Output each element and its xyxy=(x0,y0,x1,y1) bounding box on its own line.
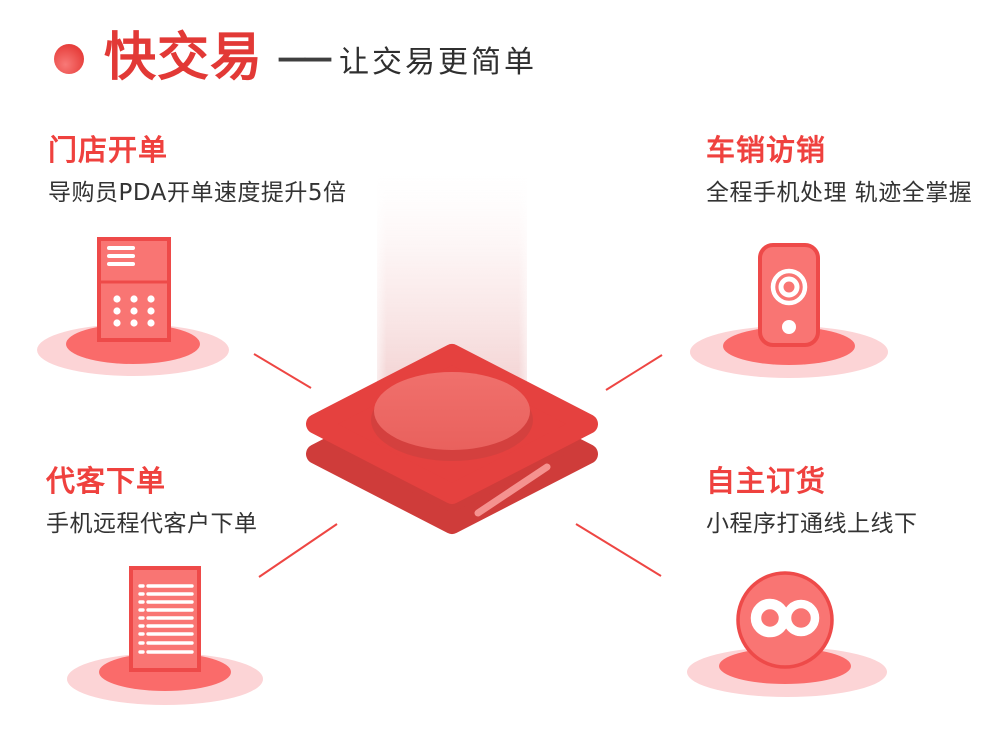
feature-title: 车销访销 xyxy=(706,133,827,167)
pda-icon xyxy=(37,237,229,376)
page-title: 快交易 xyxy=(104,28,264,88)
red-button-top xyxy=(374,372,530,450)
connector-line-bottom-right xyxy=(575,523,662,577)
feature-desc: 全程手机处理 轨迹全掌握 xyxy=(706,180,973,207)
infinity-icon xyxy=(687,571,887,697)
platform-3d xyxy=(306,344,598,534)
feature-desc: 手机远程代客户下单 xyxy=(46,511,258,538)
feature-van-sales: 车销访销 全程手机处理 轨迹全掌握 xyxy=(706,133,973,209)
connector-line-top-right xyxy=(605,354,663,391)
target-ring-outer xyxy=(770,268,808,306)
feature-store-billing: 门店开单 导购员PDA开单速度提升5倍 xyxy=(48,133,347,209)
phone-track-icon xyxy=(690,243,888,378)
feature-title: 代客下单 xyxy=(46,464,167,498)
feature-desc: 小程序打通线上线下 xyxy=(706,511,918,538)
feature-proxy-order: 代客下单 手机远程代客户下单 xyxy=(46,464,258,540)
edge-highlight xyxy=(474,463,551,517)
title-dash: —— xyxy=(277,41,333,77)
document-text-lines xyxy=(138,584,194,654)
pda-keypad-dots xyxy=(113,295,155,327)
target-ring-inner xyxy=(778,276,800,298)
infinity-glyph xyxy=(750,598,820,638)
feature-desc: 导购员PDA开单速度提升5倍 xyxy=(48,180,347,207)
feature-self-order: 自主订货 小程序打通线上线下 xyxy=(706,464,918,540)
page-header: 快交易 —— 让交易更简单 xyxy=(54,28,538,88)
connector-line-top-left xyxy=(253,353,312,389)
feature-title: 自主订货 xyxy=(706,464,827,498)
order-list-icon xyxy=(67,566,263,705)
page-subtitle: 让交易更简单 xyxy=(339,44,538,80)
light-beam-shape xyxy=(377,172,527,391)
feature-title: 门店开单 xyxy=(48,133,169,167)
bullet-icon xyxy=(54,43,84,74)
connector-line-bottom-left xyxy=(258,523,338,578)
pda-screen-lines xyxy=(107,246,135,266)
phone-home-dot xyxy=(782,320,796,334)
